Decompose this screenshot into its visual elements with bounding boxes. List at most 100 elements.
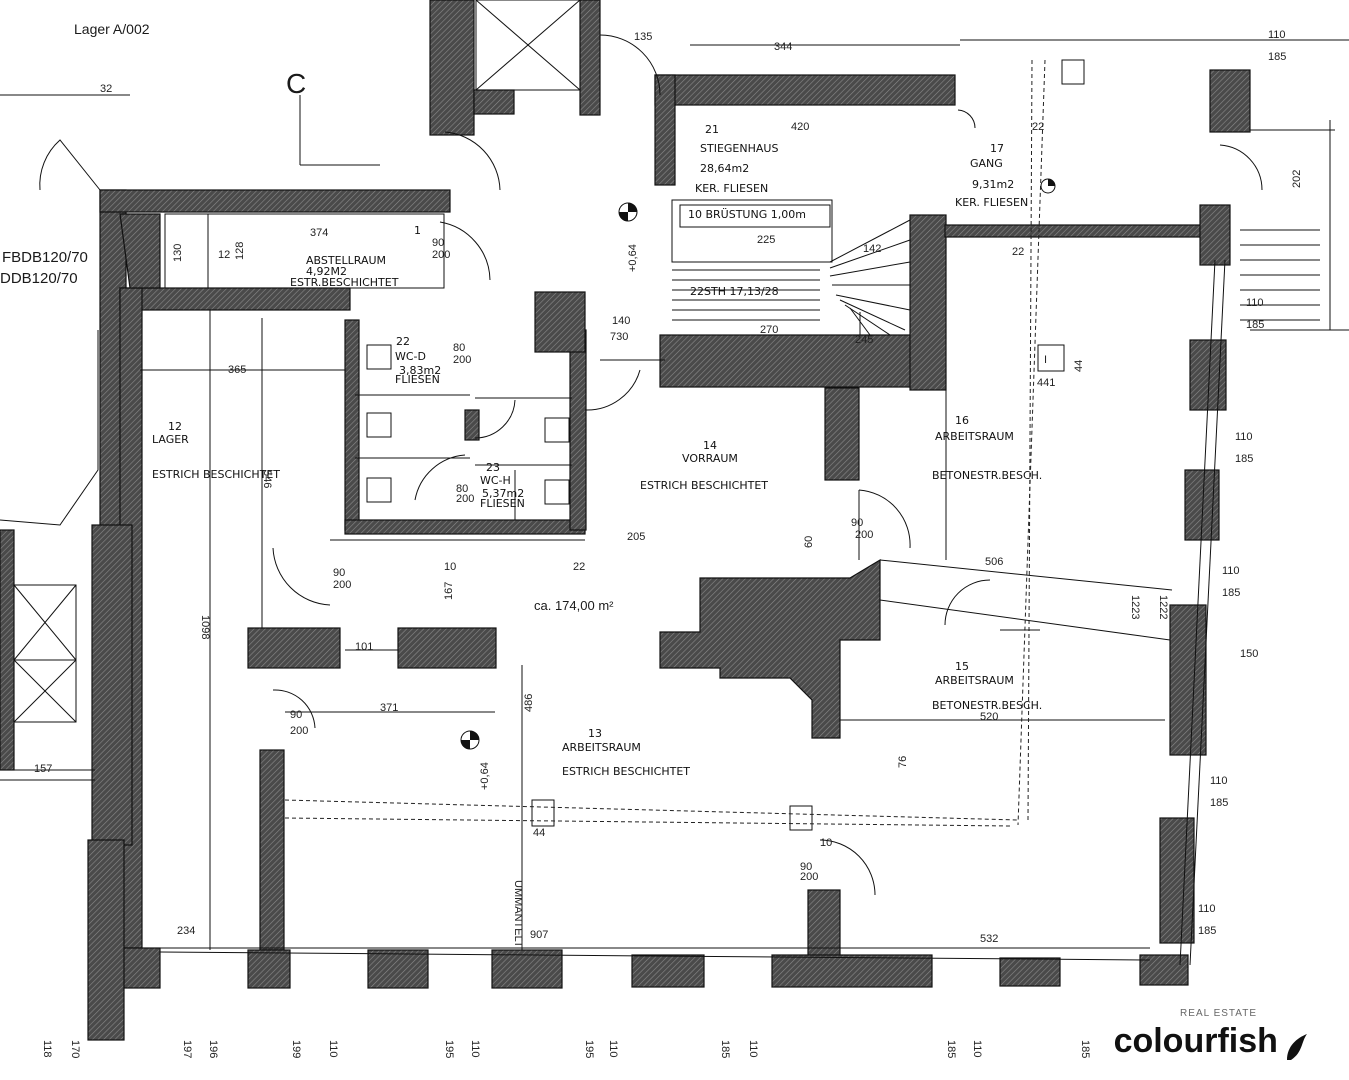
dim-label: 200	[333, 579, 351, 591]
dim-label: 22	[573, 561, 585, 573]
room-floor: ESTR.BESCHICHTET	[290, 276, 399, 289]
room-floor: ESTRICH BESCHICHTET	[152, 468, 280, 481]
room-floor: BETONESTR.BESCH.	[932, 699, 1042, 712]
room-name: ABSTELLRAUM	[306, 254, 386, 267]
bottom-dim-label: 185	[945, 1040, 957, 1058]
dim-label: 506	[985, 556, 1003, 568]
note-stairs: 22STH 17,13/28	[690, 285, 779, 298]
beam-marker: I	[1037, 344, 1065, 372]
dim-label: 200	[290, 725, 308, 737]
dim-label: 90	[290, 709, 302, 721]
room-number: 21	[705, 123, 719, 136]
room-name: ARBEITSRAUM	[935, 430, 1014, 443]
room-floor: KER. FLIESEN	[695, 182, 768, 195]
room-number: 22	[396, 335, 410, 348]
room-vorraum: 14 VORRAUM ESTRICH BESCHICHTET	[640, 439, 768, 492]
dim-label: 486	[523, 694, 535, 712]
level-marker-2	[460, 730, 480, 750]
dim-label: 185	[1268, 51, 1286, 63]
dim-label: 76	[897, 756, 909, 768]
linework	[0, 0, 1349, 966]
dim-label: 44	[1073, 360, 1085, 372]
dim-label: 140	[612, 315, 630, 327]
room-number: 16	[955, 414, 969, 427]
room-arbeitsraum-15: 15 ARBEITSRAUM BETONESTR.BESCH.	[932, 660, 1042, 712]
dim-label: 135	[634, 31, 652, 43]
room-arbeitsraum-13: 13 ARBEITSRAUM ESTRICH BESCHICHTET	[562, 727, 690, 778]
dim-label: 80	[456, 483, 468, 495]
room-name: ARBEITSRAUM	[935, 674, 1014, 687]
room-lager: 12 LAGER ESTRICH BESCHICHTET	[152, 420, 280, 481]
room-floor: KER. FLIESEN	[955, 196, 1028, 209]
dim-label: 185	[1210, 797, 1228, 809]
note-level-1: +0,64	[627, 244, 639, 272]
room-gang: 17 GANG 9,31m2 KER. FLIESEN	[955, 142, 1028, 209]
dim-label: 202	[1291, 170, 1303, 188]
dim-label: 185	[1235, 453, 1253, 465]
room-arbeitsraum-16: 16 ARBEITSRAUM BETONESTR.BESCH.	[932, 414, 1042, 482]
dim-label: 200	[800, 871, 818, 883]
room-number: 12	[168, 420, 182, 433]
dim-label: 185	[1222, 587, 1240, 599]
dim-label: 225	[757, 234, 775, 246]
room-name: WC-D	[395, 350, 426, 363]
dim-label: 371	[380, 702, 398, 714]
bottom-dim-label: 195	[583, 1040, 595, 1058]
room-wc-d: 22 WC-D 3,83m2 FLIESEN	[395, 335, 441, 386]
room-area: 28,64m2	[700, 162, 749, 175]
level-marker-3	[1040, 178, 1056, 194]
dim-label: 205	[627, 531, 645, 543]
room-name: GANG	[970, 157, 1003, 170]
dim-label: 546	[261, 470, 273, 488]
dim-label: 167	[443, 582, 455, 600]
bottom-dim-label: 110	[747, 1040, 759, 1058]
dim-label: 90	[333, 567, 345, 579]
note-level-2: +0,64	[479, 762, 491, 790]
dim-label: 200	[432, 249, 450, 261]
dim-label: 101	[355, 641, 373, 653]
dim-label: 110	[1198, 903, 1216, 915]
dim-label: 150	[1240, 648, 1258, 660]
room-floor: ESTRICH BESCHICHTET	[640, 479, 768, 492]
room-floor: BETONESTR.BESCH.	[932, 469, 1042, 482]
bottom-dim-label: 185	[1079, 1040, 1091, 1058]
dim-label: 730	[610, 331, 628, 343]
beam-lines	[284, 59, 1046, 827]
dim-label: 110	[1222, 565, 1240, 577]
dimension-lines	[0, 39, 1349, 950]
dim-label: 907	[530, 929, 548, 941]
bottom-dim-label: 197	[181, 1040, 193, 1058]
dim-label: 532	[980, 933, 998, 945]
dim-label: 185	[1198, 925, 1216, 937]
room-number: 14	[703, 439, 717, 452]
dim-label: 142	[863, 243, 881, 255]
bottom-dim-label: 170	[69, 1040, 81, 1058]
dim-label: 12	[218, 249, 230, 261]
fish-icon	[1287, 1034, 1307, 1060]
level-marker-1	[618, 202, 638, 222]
room-name: ARBEITSRAUM	[562, 741, 641, 754]
dim-label: 110	[1235, 431, 1253, 443]
dim-label: 245	[855, 334, 873, 346]
bottom-dim-label: 110	[971, 1040, 983, 1058]
room-stiegenhaus: 21 STIEGENHAUS 28,64m2 KER. FLIESEN	[695, 123, 778, 195]
dim-label: 90	[800, 861, 812, 873]
dim-label: 60	[803, 536, 815, 548]
room-number: 15	[955, 660, 969, 673]
bottom-dim-label: 118	[41, 1040, 53, 1058]
bottom-dim-label: 110	[327, 1040, 339, 1058]
dim-label: 200	[456, 493, 474, 505]
room-number: 13	[588, 727, 602, 740]
room-name: LAGER	[152, 433, 189, 446]
room-floor: ESTRICH BESCHICHTET	[562, 765, 690, 778]
room-area: 9,31m2	[972, 178, 1014, 191]
note-bruestung: 10 BRÜSTUNG 1,00m	[688, 208, 806, 221]
room-name: WC-H	[480, 474, 511, 487]
dim-label: 157	[34, 763, 52, 775]
dim-label: 1222	[1157, 595, 1169, 619]
dim-label: 130	[172, 244, 184, 262]
dim-label: 10	[820, 837, 832, 849]
note-fire-door-2: DDB120/70	[0, 270, 78, 287]
doors	[39, 34, 1263, 896]
